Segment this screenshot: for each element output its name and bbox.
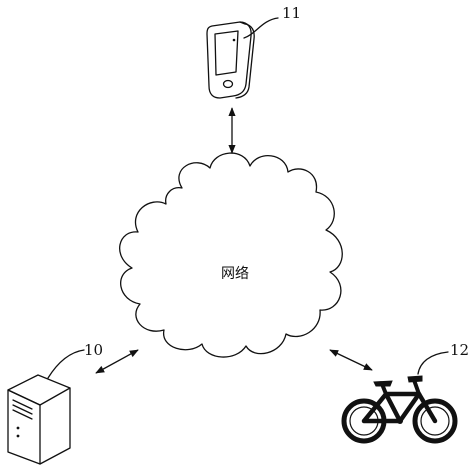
bicycle: 12 [341, 341, 469, 444]
server-tower-icon [7, 374, 71, 465]
bicycle-ref-label: 12 [450, 341, 469, 359]
server-computer: 10 [7, 341, 103, 465]
bicycle-network-link-arrow [329, 349, 373, 371]
network-label: 网络 [221, 266, 249, 282]
mobile-ref-label: 11 [282, 4, 301, 22]
server-ref-label: 10 [84, 341, 103, 359]
bicycle-icon [341, 375, 458, 444]
mobile-device: 11 [206, 4, 301, 99]
server-network-link-arrow [95, 349, 139, 374]
mobile-device-icon [206, 21, 255, 99]
network-cloud: 网络 [119, 152, 343, 358]
